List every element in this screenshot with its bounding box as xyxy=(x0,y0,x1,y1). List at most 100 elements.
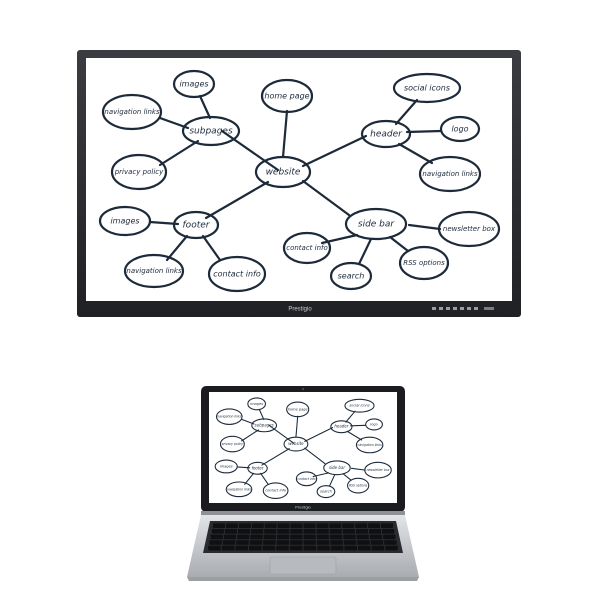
laptop-trackpad[interactable] xyxy=(269,556,337,575)
keyboard-key[interactable] xyxy=(383,534,396,540)
keyboard-key[interactable] xyxy=(316,540,330,545)
node-navigation-links-footer-shape xyxy=(123,253,185,289)
keyboard-key[interactable] xyxy=(238,523,251,528)
keyboard-key[interactable] xyxy=(238,529,251,534)
keyboard-key[interactable] xyxy=(237,534,250,540)
node-navigation-links-header-shape xyxy=(418,155,482,193)
keyboard-key[interactable] xyxy=(276,540,290,545)
keyboard-key[interactable] xyxy=(211,529,224,534)
keyboard-key[interactable] xyxy=(262,545,276,551)
small-label-navigation-links-header: navigation links xyxy=(358,443,383,447)
node-navigation-links-top-shape xyxy=(101,93,163,131)
keyboard-key[interactable] xyxy=(263,540,276,545)
keyboard-keys xyxy=(208,523,398,551)
keyboard-key[interactable] xyxy=(290,523,303,528)
node-website-shape xyxy=(254,155,312,189)
keyboard-key[interactable] xyxy=(263,534,276,540)
keyboard-key[interactable] xyxy=(357,545,371,551)
keyboard-key[interactable] xyxy=(249,540,263,545)
keyboard-key[interactable] xyxy=(303,540,316,545)
keyboard-key[interactable] xyxy=(224,529,238,534)
laptop-brand-logo: Prestigio xyxy=(295,505,311,510)
small-label-search: search xyxy=(320,490,332,494)
keyboard-key[interactable] xyxy=(276,545,289,551)
keyboard-key[interactable] xyxy=(368,523,381,528)
keyboard-key[interactable] xyxy=(225,523,238,528)
keyboard-key[interactable] xyxy=(264,523,277,528)
keyboard-key[interactable] xyxy=(303,529,316,534)
keyboard-key[interactable] xyxy=(329,523,342,528)
keyboard-key[interactable] xyxy=(342,523,355,528)
keyboard-key[interactable] xyxy=(381,523,393,528)
keyboard-key[interactable] xyxy=(317,545,330,551)
keyboard-key[interactable] xyxy=(290,540,303,545)
label-website: website xyxy=(266,168,301,178)
edge-website-header xyxy=(301,134,368,168)
mindmap-large xyxy=(98,69,501,293)
keyboard-key[interactable] xyxy=(330,540,343,545)
keyboard-key[interactable] xyxy=(371,545,385,551)
keyboard-key[interactable] xyxy=(223,534,237,540)
edge-footer-contact-info xyxy=(201,234,222,262)
keyboard-key[interactable] xyxy=(382,529,395,534)
keyboard-key[interactable] xyxy=(343,534,356,540)
keyboard-key[interactable] xyxy=(329,529,342,534)
label-logo: logo xyxy=(451,125,468,134)
keyboard-key[interactable] xyxy=(289,545,303,551)
keyboard-key[interactable] xyxy=(290,534,303,540)
display-brand-logo: Prestigio xyxy=(288,307,312,313)
keyboard-key[interactable] xyxy=(357,540,370,545)
keyboard-key[interactable] xyxy=(303,523,316,528)
keyboard-key[interactable] xyxy=(384,540,397,545)
keyboard-key[interactable] xyxy=(368,529,382,534)
keyboard-key[interactable] xyxy=(342,529,355,534)
keyboard-key[interactable] xyxy=(370,540,384,545)
small-label-images-top: images xyxy=(250,402,263,406)
keyboard-key[interactable] xyxy=(385,545,398,551)
node-newsletter-box-shape xyxy=(437,210,501,248)
keyboard-key[interactable] xyxy=(251,523,264,528)
small-label-subpages: subpages xyxy=(255,422,275,427)
keyboard-key[interactable] xyxy=(355,529,368,534)
keyboard-key[interactable] xyxy=(276,534,290,540)
node-rss-options-shape xyxy=(398,245,450,281)
keyboard-key[interactable] xyxy=(369,534,383,540)
small-label-navigation-links-footer: navigation links xyxy=(227,487,252,491)
keyboard-key[interactable] xyxy=(290,529,303,534)
keyboard-key[interactable] xyxy=(235,545,249,551)
keyboard-key[interactable] xyxy=(264,529,277,534)
label-contact-info-side: contact info xyxy=(286,244,328,252)
keyboard-key[interactable] xyxy=(330,534,343,540)
keyboard-key[interactable] xyxy=(330,545,344,551)
keyboard-key[interactable] xyxy=(277,529,290,534)
keyboard-key[interactable] xyxy=(316,529,329,534)
laptop-front-edge xyxy=(187,577,419,581)
keyboard-key[interactable] xyxy=(208,545,221,551)
edge-side-bar-newsletter xyxy=(407,223,442,231)
label-newsletter-box: newsletter box xyxy=(443,225,496,233)
small-label-navigation-links-top: navigation links xyxy=(217,415,242,419)
keyboard-key[interactable] xyxy=(250,534,263,540)
label-social-icons: social icons xyxy=(404,84,450,93)
keyboard-key[interactable] xyxy=(236,540,249,545)
display-front-buttons[interactable] xyxy=(432,307,478,310)
keyboard-key[interactable] xyxy=(210,534,223,540)
keyboard-key[interactable] xyxy=(213,523,225,528)
keyboard-key[interactable] xyxy=(303,534,316,540)
keyboard-key[interactable] xyxy=(222,540,236,545)
keyboard-key[interactable] xyxy=(316,534,330,540)
keyboard-key[interactable] xyxy=(277,523,290,528)
keyboard-key[interactable] xyxy=(344,545,357,551)
keyboard-key[interactable] xyxy=(221,545,235,551)
edge-header-social-icons xyxy=(394,98,419,126)
node-footer-shape xyxy=(172,210,220,240)
keyboard-key[interactable] xyxy=(251,529,264,534)
keyboard-key[interactable] xyxy=(356,534,369,540)
keyboard-key[interactable] xyxy=(209,540,222,545)
keyboard-key[interactable] xyxy=(316,523,329,528)
keyboard-key[interactable] xyxy=(303,545,317,551)
small-label-rss-options: RSS options xyxy=(349,484,368,488)
keyboard-key[interactable] xyxy=(249,545,262,551)
keyboard-key[interactable] xyxy=(355,523,368,528)
keyboard-key[interactable] xyxy=(343,540,357,545)
